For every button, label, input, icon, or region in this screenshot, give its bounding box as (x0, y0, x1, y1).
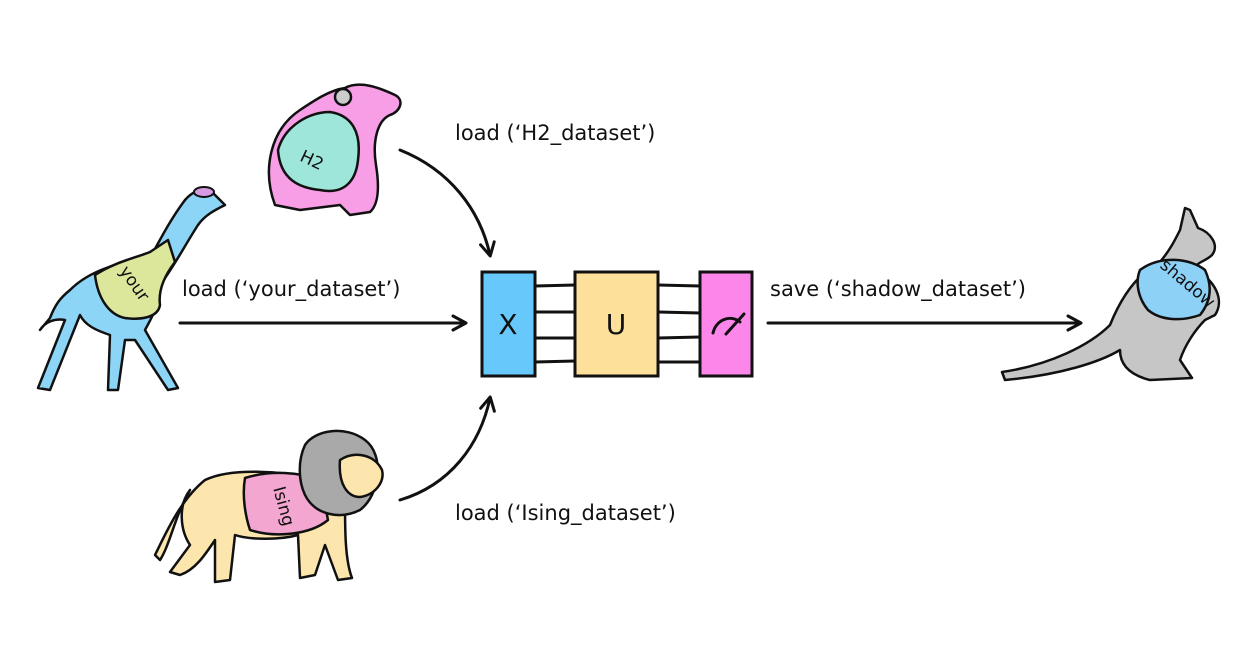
u-gate (573, 270, 660, 378)
x-gate (480, 270, 537, 378)
giraffe-illustration: your (36, 186, 227, 392)
measure-gate (698, 270, 754, 378)
arrow-ising-to-circuit (398, 395, 496, 502)
lion-face (338, 453, 384, 499)
kangaroo-shirt (1136, 258, 1211, 321)
circuit-wires (534, 283, 701, 364)
arrow-h2-to-circuit (398, 148, 496, 258)
label-load-your: load (‘your_dataset’) (182, 277, 400, 302)
giraffe-sweater (93, 238, 177, 320)
label-save-shadow: save (‘shadow_dataset’) (770, 277, 1026, 302)
u-gate-label: U (606, 308, 627, 341)
headphones-icon (333, 87, 353, 107)
x-gate-label: X (498, 308, 517, 341)
quantum-circuit: X U (480, 270, 754, 378)
capybara-shirt (276, 110, 361, 193)
hat-icon (193, 186, 215, 198)
kangaroo-illustration: shadow (1000, 206, 1221, 382)
label-load-ising: load (‘Ising_dataset’) (455, 501, 676, 526)
capybara-illustration: H2 (267, 83, 402, 217)
measure-icon (711, 312, 746, 336)
label-load-h2: load (‘H2_dataset’) (455, 121, 655, 146)
lion-illustration: Ising (153, 429, 384, 584)
